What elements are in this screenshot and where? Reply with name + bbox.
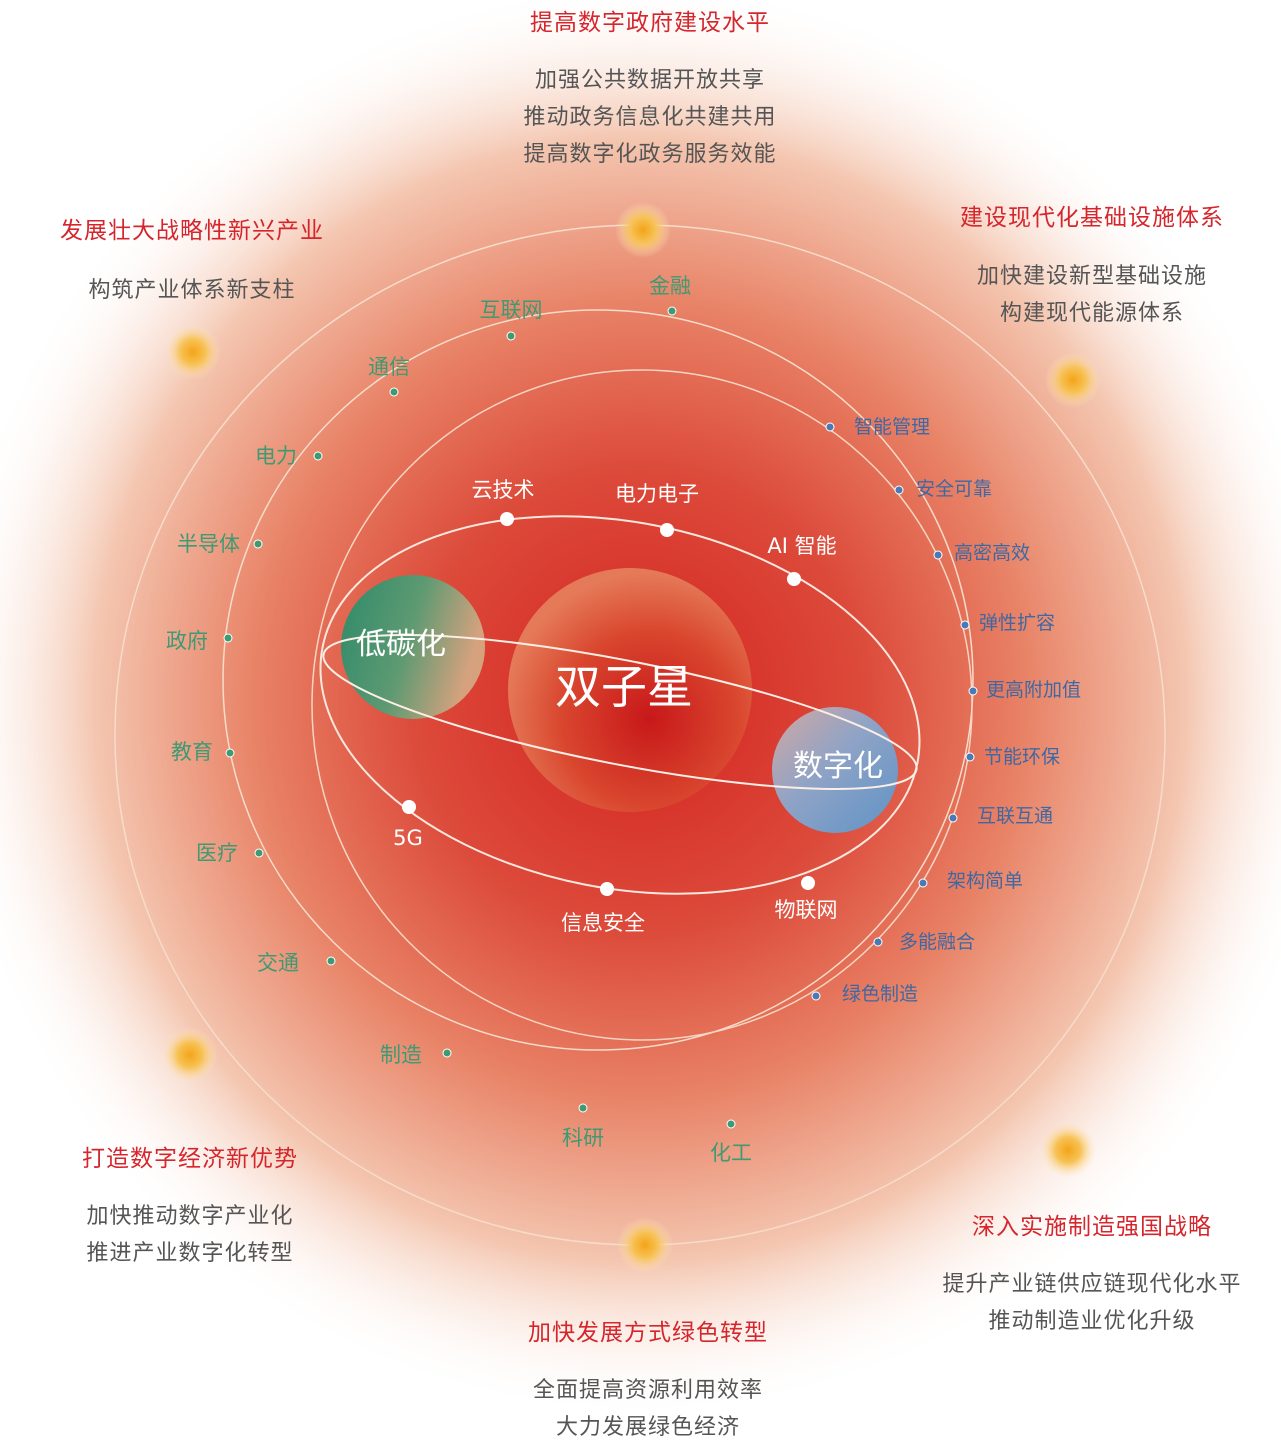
desc-line: 加强公共数据开放共享 — [534, 68, 766, 93]
feature-dot — [933, 550, 943, 560]
feature-dot — [811, 991, 821, 1001]
industry-label: 金融 — [649, 274, 691, 298]
industry-label: 电力 — [255, 444, 297, 468]
industry-label: 交通 — [257, 951, 299, 975]
feature-dot — [960, 620, 970, 630]
industry-label: 医疗 — [196, 841, 238, 865]
top-section-desc: 加强公共数据开放共享 推动政务信息化共建共用 提高数字化政务服务效能 — [523, 62, 776, 173]
industry-dot — [326, 956, 336, 966]
technology-dot — [402, 800, 416, 814]
technology-dot — [600, 882, 614, 896]
technology-dot — [787, 572, 801, 586]
sun-node — [165, 324, 221, 380]
technology-label: 电力电子 — [615, 482, 699, 506]
desc-line: 加快建设新型基础设施 — [976, 264, 1208, 289]
industry-dot — [506, 331, 516, 341]
feature-label: 更高附加值 — [986, 679, 1082, 701]
technology-label: AI 智能 — [767, 534, 837, 558]
feature-label: 绿色制造 — [842, 983, 919, 1005]
feature-dot — [894, 485, 904, 495]
feature-dot — [825, 422, 835, 432]
industry-dot — [223, 633, 233, 643]
feature-label: 高密高效 — [954, 542, 1031, 564]
center-planet-label: 双子星 — [555, 660, 693, 714]
feature-dot — [948, 813, 958, 823]
desc-line: 提高数字化政务服务效能 — [523, 142, 777, 167]
desc-line: 推动政务信息化共建共用 — [523, 105, 777, 130]
industry-dot — [578, 1103, 588, 1113]
sun-node — [617, 1217, 673, 1273]
sun-node — [1045, 352, 1101, 408]
technology-dot — [801, 876, 815, 890]
top-left-section-desc: 构筑产业体系新支柱 — [88, 272, 295, 309]
industry-label: 半导体 — [177, 532, 240, 556]
digital-planet — [772, 707, 898, 833]
technology-label: 物联网 — [774, 898, 838, 922]
desc-line: 加快推动数字产业化 — [86, 1204, 294, 1229]
low-carbon-label: 低碳化 — [356, 627, 446, 662]
industry-label: 政府 — [166, 629, 208, 653]
desc-line: 构筑产业体系新支柱 — [88, 278, 296, 303]
industry-dot — [313, 451, 323, 461]
industry-dot — [667, 306, 677, 316]
feature-dot — [968, 686, 978, 696]
feature-label: 多能融合 — [899, 931, 976, 953]
technology-dot — [660, 523, 674, 537]
low-carbon-planet — [341, 575, 485, 719]
bottom-section-desc: 全面提高资源利用效率 大力发展绿色经济 — [533, 1372, 763, 1446]
bottom-left-section-title: 打造数字经济新优势 — [82, 1146, 298, 1172]
top-left-section-title: 发展壮大战略性新兴产业 — [60, 218, 324, 244]
desc-line: 推进产业数字化转型 — [86, 1241, 294, 1266]
industry-dot — [253, 539, 263, 549]
industry-label: 通信 — [368, 355, 410, 379]
feature-dot — [873, 937, 883, 947]
top-right-section-desc: 加快建设新型基础设施 构建现代能源体系 — [977, 258, 1207, 332]
feature-label: 弹性扩容 — [979, 612, 1056, 634]
bottom-right-section-title: 深入实施制造强国战略 — [972, 1214, 1212, 1240]
bottom-left-section-desc: 加快推动数字产业化 推进产业数字化转型 — [86, 1198, 293, 1272]
digital-label: 数字化 — [793, 749, 883, 784]
desc-line: 推动制造业优化升级 — [988, 1309, 1196, 1334]
technology-dot — [500, 512, 514, 526]
industry-label: 科研 — [562, 1126, 604, 1150]
desc-line: 大力发展绿色经济 — [555, 1415, 741, 1440]
technology-label: 5G — [393, 826, 423, 850]
desc-line: 构建现代能源体系 — [999, 301, 1185, 326]
industry-dot — [254, 848, 264, 858]
feature-label: 安全可靠 — [916, 478, 993, 500]
sun-node — [615, 202, 671, 258]
feature-label: 智能管理 — [854, 416, 931, 438]
feature-dot — [918, 878, 928, 888]
center-planet — [508, 568, 752, 812]
industry-dot — [726, 1119, 736, 1129]
feature-label: 架构简单 — [947, 870, 1024, 892]
top-right-section-title: 建设现代化基础设施体系 — [960, 205, 1224, 231]
feature-label: 互联互通 — [977, 805, 1054, 827]
industry-label: 教育 — [171, 740, 213, 764]
industry-dot — [442, 1048, 452, 1058]
feature-dot — [965, 752, 975, 762]
top-section-title: 提高数字政府建设水平 — [530, 10, 770, 36]
bottom-right-section-desc: 提升产业链供应链现代化水平 推动制造业优化升级 — [942, 1266, 1241, 1340]
bottom-section-title: 加快发展方式绿色转型 — [528, 1320, 768, 1346]
industry-dot — [389, 387, 399, 397]
industry-dot — [225, 748, 235, 758]
desc-line: 全面提高资源利用效率 — [532, 1378, 764, 1403]
industry-label: 制造 — [380, 1043, 422, 1067]
sun-node — [1040, 1122, 1096, 1178]
sun-node — [162, 1027, 218, 1083]
technology-label: 云技术 — [471, 478, 535, 502]
industry-label: 互联网 — [479, 298, 543, 322]
desc-line: 提升产业链供应链现代化水平 — [942, 1272, 1242, 1297]
feature-label: 节能环保 — [984, 746, 1061, 768]
industry-label: 化工 — [710, 1141, 752, 1165]
technology-label: 信息安全 — [561, 911, 645, 935]
